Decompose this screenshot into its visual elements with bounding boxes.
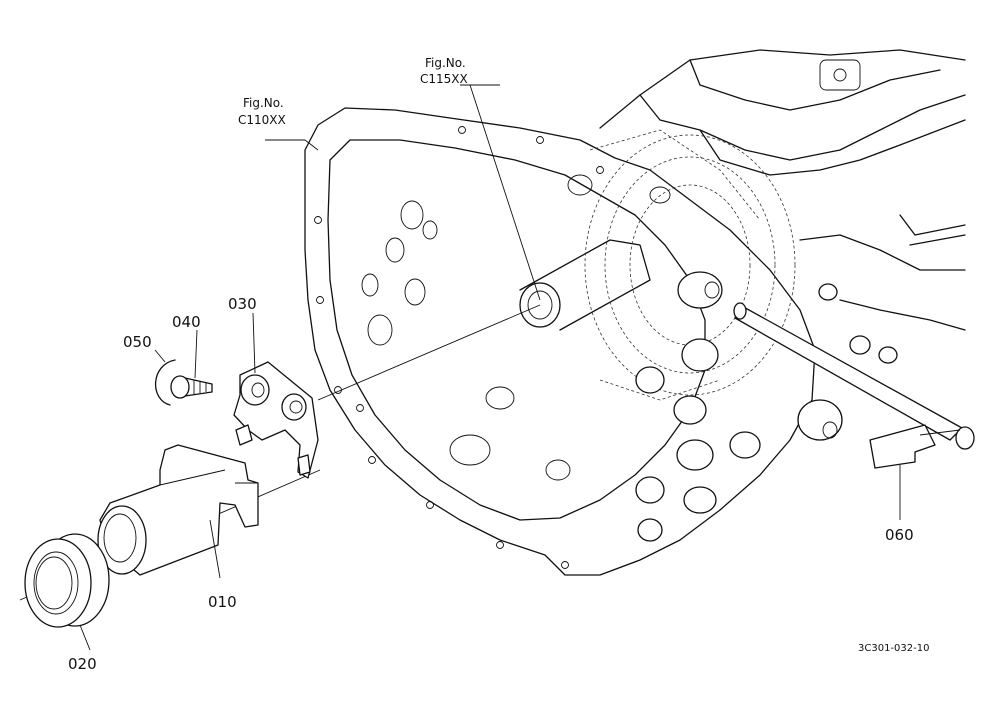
housing-bosses	[567, 174, 898, 542]
part-010-release-hub	[97, 444, 259, 576]
part-040-bolt	[170, 375, 213, 399]
leader-lines	[79, 84, 901, 651]
figure-ref-c115-line2: C115XX	[420, 72, 468, 86]
figure-ref-c110: Fig.No. C110XX	[238, 96, 286, 127]
figure-ref-c110-line2: C110XX	[238, 113, 286, 127]
figure-ref-c115-line1: Fig.No.	[425, 56, 466, 70]
part-label-050: 050	[123, 333, 152, 351]
figure-ref-c115: Fig.No. C115XX	[420, 56, 468, 86]
clutch-assembly-hidden	[584, 129, 796, 401]
transmission-housing	[304, 49, 966, 576]
part-050-spring-clip	[154, 359, 176, 406]
part-label-040: 040	[172, 313, 201, 331]
part-030-release-fork	[233, 361, 319, 479]
casting-pockets	[361, 200, 571, 481]
part-label-030: 030	[228, 295, 257, 313]
figure-ref-c110-line1: Fig.No.	[243, 96, 284, 110]
part-060-release-shaft	[733, 302, 975, 469]
part-label-060: 060	[885, 526, 914, 544]
part-label-010: 010	[208, 593, 237, 611]
drawing-code: 3C301-032-10	[858, 643, 929, 654]
flange-bolt-holes	[314, 126, 604, 569]
part-020-bearing	[24, 533, 110, 628]
part-label-020: 020	[68, 655, 97, 673]
